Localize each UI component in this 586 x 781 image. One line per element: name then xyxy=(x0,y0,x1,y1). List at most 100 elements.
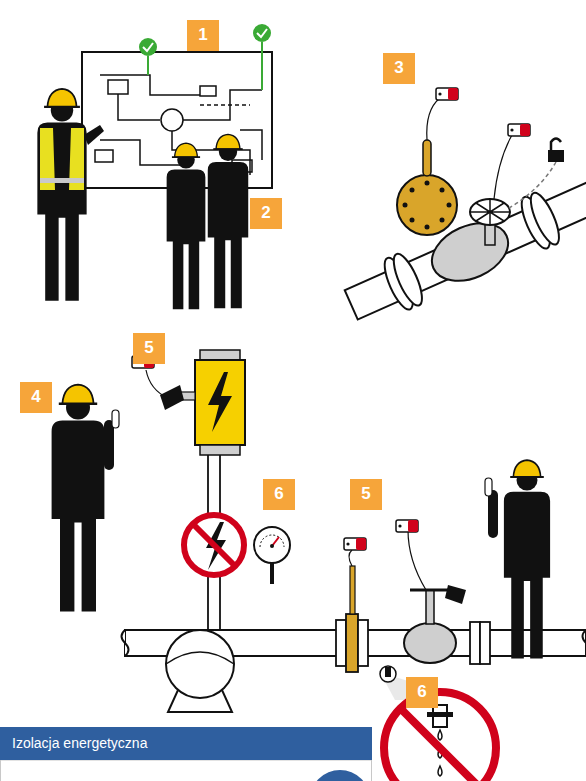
pipe-valve xyxy=(525,189,564,247)
info-panel xyxy=(310,770,370,781)
pipe-valve xyxy=(509,162,556,208)
supervisor-figure xyxy=(37,89,86,301)
drain-prohibition xyxy=(380,666,496,781)
electrical-disconnect xyxy=(208,372,232,432)
supervisor-figure xyxy=(37,89,104,301)
callout-text: 6 xyxy=(417,683,426,702)
pump xyxy=(166,652,234,664)
isolation-valve xyxy=(396,520,490,664)
isolation-valve xyxy=(445,585,466,604)
isolation-valve xyxy=(404,623,456,663)
schematic-board xyxy=(147,56,149,75)
worker-figure xyxy=(112,410,119,428)
title-text: Izolacja energetyczna xyxy=(12,735,147,752)
pipe-valve xyxy=(436,88,458,100)
callout-number: 2 xyxy=(250,198,282,229)
callout-number: 6 xyxy=(263,479,295,510)
drain-prohibition xyxy=(385,667,391,677)
pressure-gauge xyxy=(270,544,274,548)
process-pipe xyxy=(583,630,586,643)
isolation-valve xyxy=(480,622,490,664)
pipe-valve xyxy=(470,199,510,225)
callout-number: 5 xyxy=(350,479,382,510)
pressure-gauge xyxy=(254,527,290,584)
pump xyxy=(166,630,234,698)
pipe-valve xyxy=(388,250,427,308)
electrical-disconnect xyxy=(184,515,244,575)
worker-figure xyxy=(485,478,492,496)
electrical-disconnect xyxy=(160,385,184,410)
schematic-board xyxy=(100,75,200,95)
pipe-valve xyxy=(440,188,445,193)
isolation-valve xyxy=(410,589,450,592)
pipe-valve xyxy=(397,175,457,235)
schematic-board xyxy=(253,24,271,42)
isolation-valve xyxy=(426,590,434,624)
pipe-valve xyxy=(410,188,415,193)
callout-number: 4 xyxy=(20,382,52,413)
callout-text: 5 xyxy=(361,485,370,504)
isolation-valve xyxy=(396,520,418,532)
electrical-disconnect xyxy=(193,524,235,566)
schematic-board xyxy=(143,43,153,51)
callout-text: 1 xyxy=(198,26,207,45)
blind-flange xyxy=(336,538,368,672)
pipe-valve xyxy=(425,225,430,230)
worker-figure xyxy=(208,134,248,308)
isolation-valve xyxy=(470,622,480,664)
callout-number: 6 xyxy=(406,677,438,708)
worker-figure xyxy=(167,143,206,309)
schematic-board xyxy=(108,80,128,94)
electrical-disconnect xyxy=(195,360,245,445)
pipe-valve xyxy=(340,88,586,330)
pipe-valve xyxy=(403,181,452,230)
pump xyxy=(166,630,234,712)
supervisor-figure xyxy=(40,178,84,183)
pipe-valve xyxy=(425,181,430,186)
callout-number: 5 xyxy=(133,333,165,364)
pipe-valve xyxy=(548,150,564,162)
worker-figure xyxy=(504,460,550,658)
electrical-disconnect xyxy=(132,350,245,630)
blind-flange xyxy=(336,620,346,666)
blind-flange xyxy=(349,550,352,566)
info-panel xyxy=(1,760,372,781)
callout-number: 1 xyxy=(187,20,219,51)
schematic-board xyxy=(183,90,262,120)
schematic-board xyxy=(200,86,216,96)
blind-flange xyxy=(350,566,355,614)
schematic-board xyxy=(139,38,157,56)
supervisor-figure xyxy=(40,128,84,190)
pipe-valve xyxy=(403,203,408,208)
schematic-board xyxy=(200,104,250,106)
callout-text: 4 xyxy=(31,388,40,407)
drain-prohibition xyxy=(401,709,479,781)
isolation-valve xyxy=(408,530,426,590)
worker-figure xyxy=(52,385,105,612)
drain-prohibition xyxy=(384,692,496,781)
electrical-disconnect xyxy=(146,370,168,398)
callout-text: 2 xyxy=(261,204,270,223)
worker-figure xyxy=(485,460,550,658)
drain-prohibition xyxy=(427,712,453,717)
schematic-board xyxy=(240,130,262,160)
drain-prohibition xyxy=(380,666,396,682)
electrical-disconnect xyxy=(200,445,240,455)
pipe-valve xyxy=(494,135,512,199)
info-panel xyxy=(1,760,372,781)
callout-text: 3 xyxy=(394,59,403,78)
blind-flange xyxy=(358,620,368,666)
schematic-board xyxy=(257,29,267,37)
pipe-valve xyxy=(508,124,530,136)
callout-text: 5 xyxy=(144,339,153,358)
schematic-board xyxy=(118,94,160,120)
pipe-valve xyxy=(440,218,445,223)
blind-flange xyxy=(344,538,366,550)
blind-flange xyxy=(346,614,358,672)
pipe-valve xyxy=(447,203,452,208)
pressure-gauge xyxy=(254,527,290,563)
pipe-valve xyxy=(427,98,440,140)
title-band: Izolacja energetyczna xyxy=(0,727,372,760)
schematic-board xyxy=(261,42,263,90)
